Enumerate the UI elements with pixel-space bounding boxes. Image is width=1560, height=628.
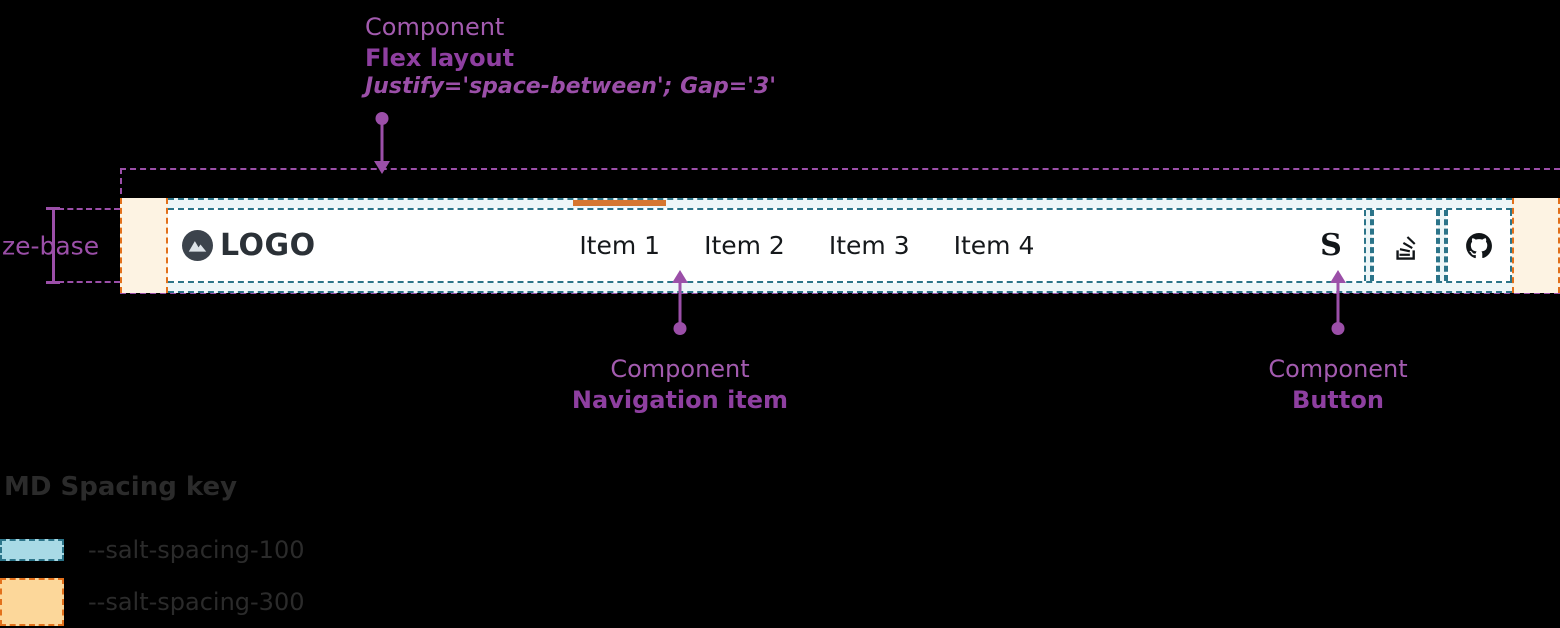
spacing-100-swatch: [0, 539, 64, 561]
leader-line-navigation-item: [670, 270, 690, 336]
spacing-300-swatch: [0, 578, 64, 626]
dimension-guide-top: [58, 208, 120, 210]
spacing-300-left-pad: [120, 198, 168, 293]
navbar-content-row: LOGO Item 1 Item 2 Item 3 Item: [168, 200, 1512, 283]
logo[interactable]: LOGO: [168, 210, 316, 281]
annotation-component-name: Button: [1292, 385, 1384, 414]
leader-stem: [380, 122, 384, 164]
annotation-kind-label: Component: [610, 355, 750, 383]
annotation-flex-layout: Component Flex layout Justify='space-bet…: [365, 12, 776, 102]
annotation-navigation-item: Component Navigation item: [470, 354, 890, 415]
spacing-key-title: MD Spacing key: [4, 472, 238, 502]
leader-dot: [1331, 322, 1345, 335]
leader-line-button: [1328, 270, 1348, 336]
spacing-key-label: --salt-spacing-100: [88, 536, 305, 564]
nav-item-1[interactable]: Item 1: [557, 200, 682, 281]
nav-item-3[interactable]: Item 3: [807, 210, 932, 281]
annotation-component-name: Flex layout: [365, 43, 515, 72]
nav-item-label: Item 3: [828, 231, 910, 260]
annotation-kind-label: Component: [365, 13, 505, 41]
annotation-component-props: Justify='space-between'; Gap='3': [365, 74, 776, 100]
github-button[interactable]: [1446, 210, 1512, 281]
navigation-bar: LOGO Item 1 Item 2 Item 3 Item: [120, 198, 1560, 293]
annotation-button: Component Button: [1128, 354, 1548, 415]
spacing-100-gap: [1438, 210, 1446, 281]
nav-item-label: Item 2: [704, 231, 785, 260]
spacing-100-gap: [1364, 210, 1372, 281]
leader-arrowhead: [672, 270, 688, 283]
annotation-kind-label: Component: [1268, 355, 1408, 383]
leader-line-flex-layout: [372, 112, 392, 174]
size-base-dimension: size-base: [0, 198, 120, 293]
leader-arrowhead: [374, 161, 390, 174]
nav-item-4[interactable]: Item 4: [932, 210, 1057, 281]
nav-item-label: Item 4: [953, 231, 1035, 260]
spacing-key-row-300: --salt-spacing-300: [0, 576, 460, 628]
salt-button[interactable]: S: [1298, 210, 1364, 281]
dimension-guide-bottom: [58, 281, 120, 283]
nav-item-2[interactable]: Item 2: [682, 210, 807, 281]
size-base-label: size-base: [0, 231, 100, 260]
leader-dot: [375, 112, 389, 125]
mountain-logo-icon: [182, 230, 213, 261]
github-icon: [1464, 231, 1494, 261]
spacing-key: MD Spacing key --salt-spacing-100 --salt…: [0, 472, 460, 628]
spacing-key-label: --salt-spacing-300: [88, 588, 305, 616]
leader-arrowhead: [1330, 270, 1346, 283]
nav-item-label: Item 1: [579, 231, 661, 260]
navbar-actions: S: [1298, 210, 1512, 281]
annotation-component-name: Navigation item: [571, 385, 789, 414]
navigation-items: Item 1 Item 2 Item 3 Item 4: [557, 200, 1057, 281]
salt-s-icon: S: [1320, 227, 1342, 263]
leader-stem: [678, 282, 682, 324]
spacing-key-row-100: --salt-spacing-100: [0, 524, 460, 576]
navbar-inner-spacing: LOGO Item 1 Item 2 Item 3 Item: [168, 198, 1512, 293]
leader-dot: [673, 322, 687, 335]
stack-overflow-button[interactable]: [1372, 210, 1438, 281]
dimension-bar: [52, 207, 55, 284]
logo-text: LOGO: [220, 227, 316, 263]
active-indicator: [573, 200, 667, 206]
spacing-300-right-pad: [1512, 198, 1560, 293]
leader-stem: [1336, 282, 1340, 324]
stack-overflow-icon: [1390, 231, 1420, 261]
